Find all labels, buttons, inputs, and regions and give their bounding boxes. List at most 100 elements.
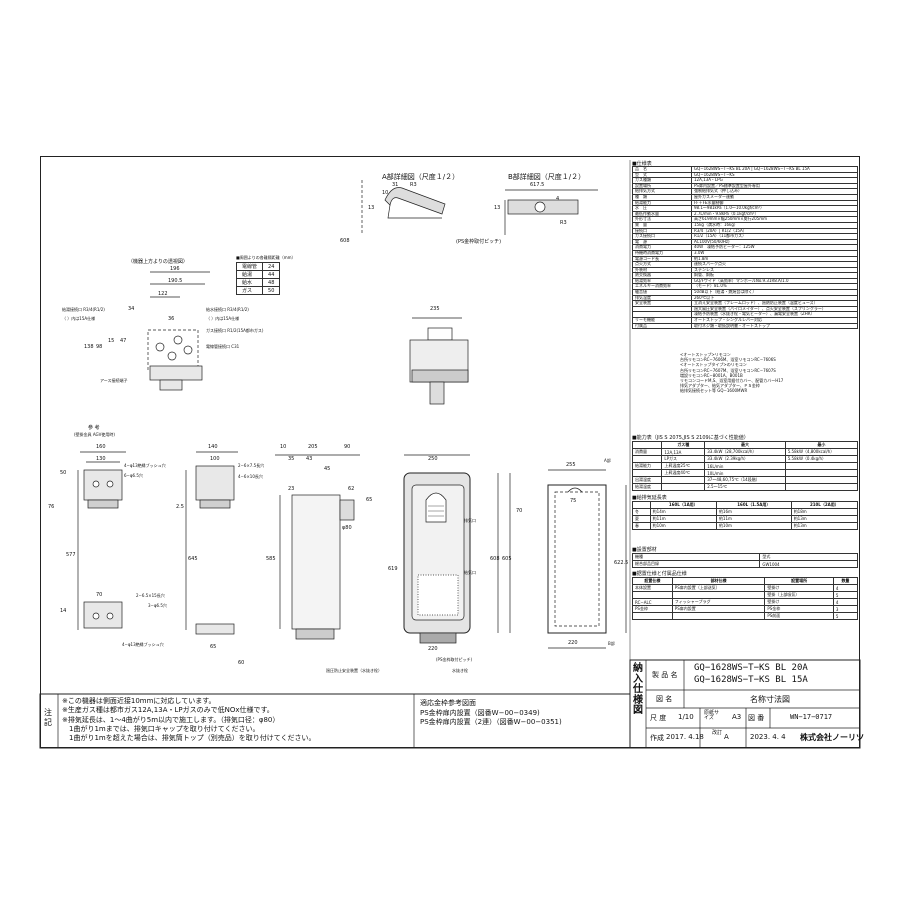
side-view (185, 451, 238, 635)
ref-title: 参 考 (88, 425, 100, 431)
remote-item: <オートストップタイプ>のリモコン (680, 362, 747, 368)
table-row: 過大風圧安全装置（パイロメイター）、点火安全装置（スプリンクラー） (632, 305, 858, 313)
table-cell: 部材仕様 (671, 577, 766, 585)
table-cell: 壁掛け (764, 598, 834, 606)
table-cell: 上昇温度25℃ (661, 462, 706, 470)
dim-608: 608 (340, 238, 350, 244)
table-row: リーモ機能オートストップ・シングルレバー対応 (632, 317, 858, 324)
drawing-name: 名称寸法図 (750, 695, 790, 704)
table-cell: 連続スパーク点火 (691, 261, 858, 268)
table-cell: GW1004 (759, 560, 858, 568)
pipe-title: ■給排気延長表 (632, 495, 667, 501)
body-dim: 62 (348, 486, 355, 492)
product-name-label: 製 品 名 (652, 671, 678, 679)
detail-a (361, 180, 446, 235)
note-line: ※生産ガス種は都市ガス12A,13A・LPガスのみで低NOx仕様です。 (62, 706, 274, 715)
bracket-dim: 76 (48, 504, 55, 510)
notes-list: ※この機器は側面近接10mmに対応しています。※生産ガス種は都市ガス12A,13… (62, 697, 316, 743)
left-dim: 15 (108, 338, 115, 344)
table-cell: 給湯能力 (631, 462, 663, 470)
note-line: ※この機器は側面近接10mmに対応しています。 (62, 697, 216, 705)
table-cell: オートストップ・シングルレバー対応 (691, 317, 858, 324)
detail-b-dim: R3 (560, 220, 567, 226)
table-cell: PS扉内設置（上部送気） (671, 584, 766, 592)
table-cell: 5.58kW（4,800kcal/h） (784, 448, 859, 456)
install-title: ■据置仕様と付属品仕様 (632, 571, 687, 577)
bracket-label: 4−φ13絶縁ブッシュ穴 (122, 642, 164, 647)
table-cell: 210L（2A用） (790, 501, 859, 509)
remote-item: 台所リモコンRC−7606M、浴室リモコンRC−7606S (680, 357, 776, 363)
bracket-view (77, 451, 126, 630)
detail-b-dim: 13 (494, 205, 501, 211)
detail-b-marker: B部 (608, 641, 615, 646)
clearance-title: ■周囲よりの各離隔距離（mm） (236, 255, 296, 260)
table-cell: GQ/Fワイド（高効率）マンホールNo.9.31R8.A/1.0 (691, 277, 858, 285)
detail-b-title: B部詳細図（尺度１/２） (508, 173, 586, 181)
table-cell: 出湯温度 (631, 476, 663, 484)
table-row: 熱交換器銅管、銅板 (632, 272, 858, 279)
detail-a-dim: 13 (368, 205, 375, 211)
table-cell: （モード）81.0% (691, 283, 858, 291)
table-cell: 約13m (790, 515, 859, 523)
left-dim: 138 (84, 344, 94, 350)
table-cell: 設置場所 (764, 577, 834, 585)
notes-frame (39, 693, 631, 749)
table-cell (784, 483, 859, 491)
detail-a-title: A部詳細図（尺度１/２） (382, 173, 460, 181)
drafted-date: 2017. 4.18 (666, 733, 704, 741)
scale-value: 1/10 (678, 713, 694, 721)
product-name-20a: GQ−1628WS−T−KS BL 20A (694, 663, 808, 673)
front-dim: 70 (516, 508, 523, 514)
table-row: 機種型式 (631, 553, 858, 561)
table-cell (784, 462, 859, 470)
table-cell: 10L/min (704, 469, 786, 477)
table-cell (784, 476, 859, 484)
water-inlet-note: （ ）内は15A仕様 (206, 316, 240, 321)
table-cell: PS金枠 (632, 605, 673, 613)
table-cell: 2.5〜15℃ (704, 483, 786, 491)
body-dim: 43 (306, 456, 313, 462)
table-cell: 5 (832, 612, 859, 620)
water-inlet-label: 給水接続口 R3/4(R1/2) (206, 307, 249, 312)
table-cell: 4 (832, 584, 859, 592)
top-dim: 190.5 (168, 278, 183, 284)
table-cell: 総合部品目録 (631, 560, 761, 568)
table-cell (631, 469, 663, 477)
earth-label: アース接続端子 (100, 378, 128, 383)
right-dim: 622.5 (614, 560, 629, 566)
spec-title: ■仕様表 (632, 161, 652, 167)
table-cell: 設置仕様 (632, 577, 673, 585)
revised-label: 改訂 (712, 730, 723, 736)
bracket-label: 3−φ6.5穴 (148, 603, 167, 608)
drafted-label: 作成 (650, 734, 664, 742)
table-cell: 給水 (235, 278, 264, 287)
table-cell: 上昇温度40℃ (661, 469, 706, 477)
table-row: エネルギー消費効率（モード）81.0% (632, 283, 858, 291)
table-cell: 約1.8m (691, 255, 858, 263)
body-side-view (275, 454, 360, 640)
table-cell: LPガス (661, 455, 706, 463)
table-row: 外装材ステンレス (632, 266, 858, 274)
ref-drawing-line: PS金枠扉内設置（図番W−00−0349) (420, 709, 540, 717)
drain-label: 水抜き栓 (452, 668, 468, 673)
side-label: 4−6×10長穴 (238, 474, 263, 479)
body-dim: 205 (308, 444, 318, 450)
note-line: ※排気延長は、1〜4曲がり5m以内で施工します。（排気口径：φ80） (62, 715, 280, 724)
remote-item: <オートストップ>リモコン (680, 352, 731, 357)
middle-top-view (409, 317, 469, 405)
table-cell: 48 (262, 278, 281, 287)
table-cell: 電線管 (235, 262, 264, 271)
elec-label: 電線管接続口 C31 (206, 344, 240, 349)
right-dim: 255 (566, 462, 576, 468)
gas-conn-label: ガス接続口 R1/2(15A都市ガス) (206, 328, 264, 333)
